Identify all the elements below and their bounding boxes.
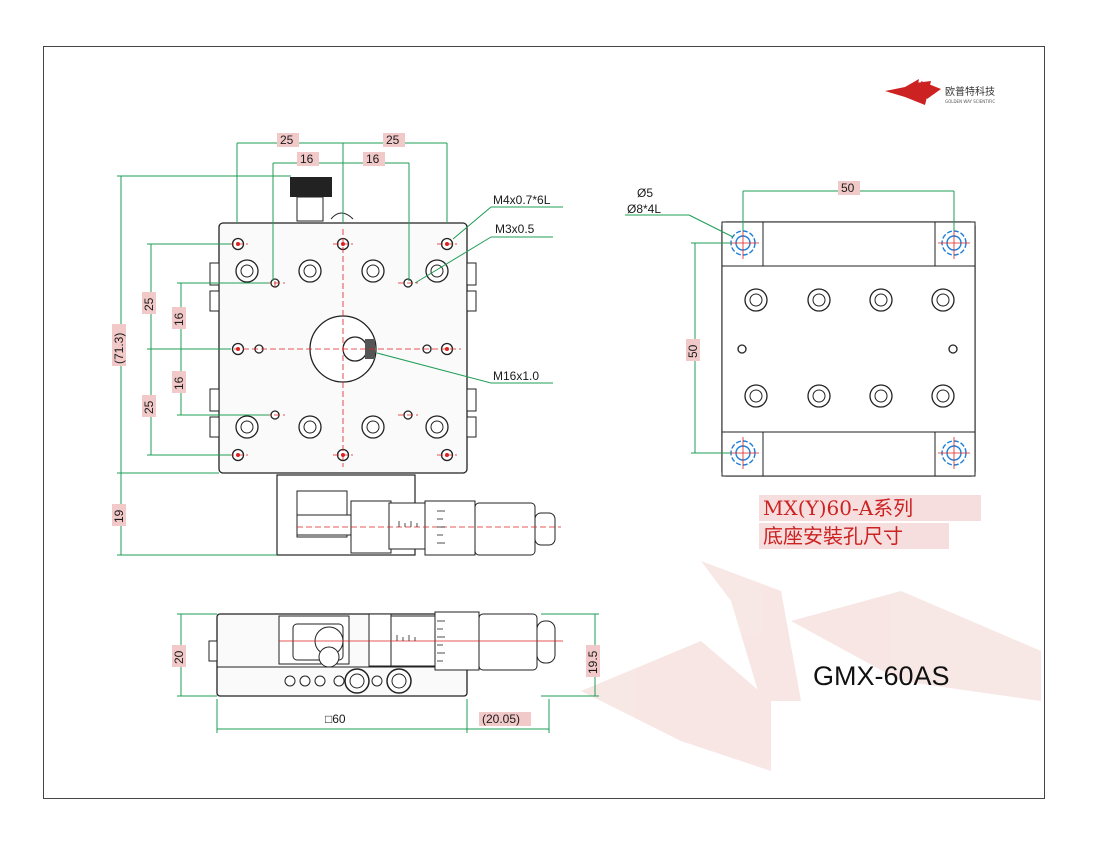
callout-d5: Ø5 [637, 186, 653, 200]
dim-top-inner-right: 16 [366, 152, 380, 166]
dim-top-outer-left: 25 [280, 133, 294, 147]
series-title-line2: 底座安裝孔尺寸 [763, 524, 903, 548]
callout-d8: Ø8*4L [627, 202, 661, 216]
base-view: 50 50 Ø5 Ø8*4L [625, 181, 976, 477]
dim-top-outer-right: 25 [386, 133, 400, 147]
callout-m4: M4x0.7*6L [493, 193, 551, 207]
dim-left-inner-lower: 16 [172, 376, 186, 390]
dim-side-extension: (20.05) [482, 712, 520, 726]
dim-left-lower: 25 [142, 400, 156, 414]
series-title-line1: MX(Y)60-A系列 [763, 496, 913, 520]
top-view: 25 25 16 16 (71.3) 25 25 16 16 19 [112, 133, 563, 556]
dim-side-height: 20 [172, 650, 186, 664]
counterbore-holes [235, 259, 449, 439]
callout-m16: M16x1.0 [493, 369, 539, 383]
dim-left-inner-upper: 16 [172, 312, 186, 326]
drawing-frame: 欧普特科技 GOLDEN WAY SCIENTIFIC [43, 46, 1045, 799]
model-number: GMX-60AS [813, 661, 950, 691]
watermark-logo [581, 561, 1041, 771]
knob-stem [296, 196, 324, 222]
dim-base-height: 50 [686, 344, 700, 358]
top-view-dimensions [117, 142, 563, 556]
dim-side-right: 19.5 [586, 650, 600, 674]
dim-left-upper: 25 [142, 297, 156, 311]
brand-logo: 欧普特科技 GOLDEN WAY SCIENTIFIC [885, 79, 995, 105]
dim-micrometer: 19 [112, 509, 126, 523]
dim-side-width: □60 [325, 712, 346, 726]
series-title: MX(Y)60-A系列 底座安裝孔尺寸 [759, 495, 981, 549]
side-view: 20 19.5 □60 (20.05) [172, 611, 600, 733]
dim-top-inner-left: 16 [300, 152, 314, 166]
logo-cn-text: 欧普特科技 [945, 85, 995, 98]
dim-base-width: 50 [841, 181, 855, 195]
drawing-canvas: 欧普特科技 GOLDEN WAY SCIENTIFIC [112, 79, 1041, 771]
knob [290, 177, 332, 197]
callout-m3: M3x0.5 [495, 222, 535, 236]
logo-en-text: GOLDEN WAY SCIENTIFIC [945, 99, 995, 104]
dim-overall-height: (71.3) [112, 333, 126, 364]
